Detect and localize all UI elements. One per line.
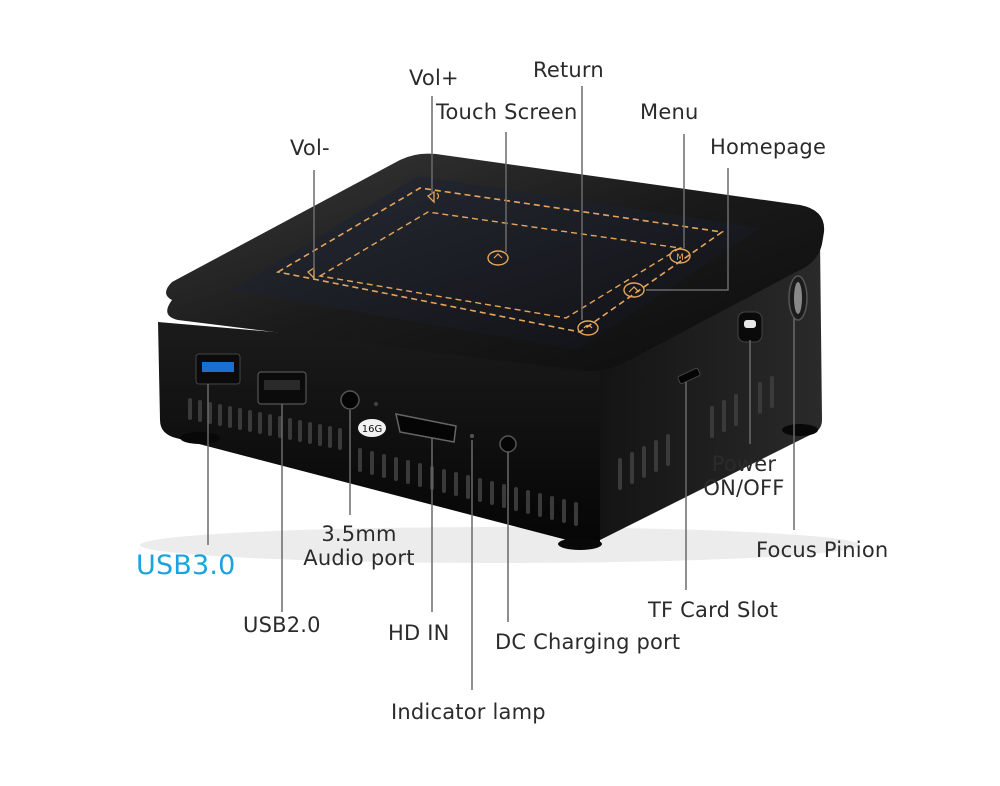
label-return: Return	[533, 58, 604, 82]
device-shadow	[140, 527, 860, 563]
label-dc-charging: DC Charging port	[495, 630, 681, 654]
foot-center	[558, 538, 602, 550]
touch-outline-outer	[275, 187, 725, 333]
label-vol-down: Vol-	[290, 136, 330, 160]
foot-right	[782, 424, 818, 436]
dc-jack	[499, 435, 517, 453]
usb3-port	[195, 353, 241, 385]
touch-outline-inner	[318, 211, 683, 319]
side-vents	[618, 376, 774, 490]
label-audio-line2: Audio port	[303, 546, 415, 571]
label-indicator: Indicator lamp	[391, 700, 546, 724]
mic-hole	[374, 402, 378, 406]
audio-jack	[340, 390, 360, 410]
label-focus-pinion: Focus Pinion	[756, 538, 889, 562]
touch-hand-icon	[487, 250, 509, 266]
label-usb2: USB2.0	[243, 613, 321, 637]
label-power: Power ON/OFF	[702, 452, 786, 500]
power-switch	[737, 311, 763, 343]
svg-text:M: M	[676, 253, 684, 263]
chip-badge: 16G	[358, 419, 386, 437]
label-power-line1: Power	[711, 452, 777, 476]
touch-screen-panel	[232, 176, 760, 350]
tf-card-slot	[677, 367, 701, 385]
home-icon	[623, 282, 645, 298]
label-audio-line1: 3.5mm	[321, 522, 397, 546]
front-vents	[188, 398, 578, 526]
label-hd-in: HD IN	[388, 621, 450, 645]
foot-left	[180, 432, 220, 444]
label-audio: 3.5mm Audio port	[296, 522, 422, 570]
label-usb3: USB3.0	[136, 550, 236, 581]
hdmi-port	[395, 413, 457, 443]
chip-badge-label: 16G	[362, 424, 382, 435]
label-power-line2: ON/OFF	[703, 476, 785, 501]
label-tf-card: TF Card Slot	[648, 598, 779, 622]
label-vol-up: Vol+	[409, 66, 459, 90]
usb2-port	[257, 371, 307, 405]
leader-homepage	[646, 168, 729, 291]
label-menu: Menu	[640, 100, 699, 124]
menu-icon: M	[669, 248, 691, 264]
focus-pinion	[788, 275, 808, 321]
label-touch-screen: Touch Screen	[436, 100, 578, 124]
vol-down-icon	[306, 266, 315, 280]
leader-lines	[207, 86, 795, 690]
vol-up-icon	[426, 190, 440, 204]
return-icon	[577, 320, 599, 336]
label-homepage: Homepage	[710, 135, 827, 159]
indicator-led	[470, 434, 474, 438]
